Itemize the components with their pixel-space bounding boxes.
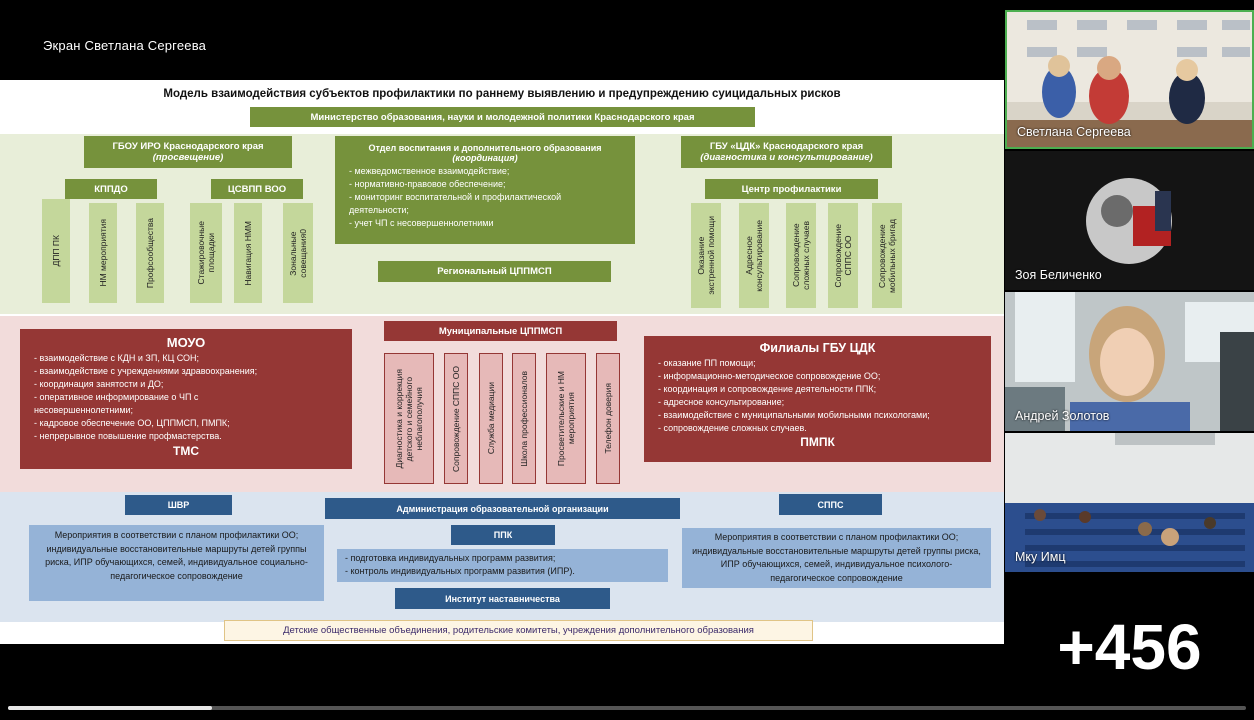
admin-box: Администрация образовательной организаци… [325, 498, 680, 519]
red-vertical-3: Служба медиации [479, 353, 503, 484]
kppdo-box: КППДО [65, 179, 157, 199]
spps-text-box: Мероприятия в соответствии с планом проф… [682, 528, 991, 588]
video-frame [1005, 433, 1254, 572]
green-vertical-2: НМ мероприятия [89, 203, 117, 303]
prevention-center-box: Центр профилактики [705, 179, 878, 199]
shvr-text-box: Мероприятия в соответствии с планом проф… [29, 525, 324, 601]
cdk-vertical-4: Сопровождение СППС ОО [828, 203, 858, 308]
ppk-box: ППК [451, 525, 555, 545]
avatar [1005, 151, 1254, 290]
spps-box: СППС [779, 494, 882, 515]
participant-name: Светлана Сергеева [1017, 125, 1131, 139]
video-frame [1007, 12, 1252, 147]
red-vertical-5: Просветительские и НМ мероприятия [546, 353, 586, 484]
cdk-vertical-5: Сопровождение мобильных бригад [872, 203, 902, 308]
more-participants-count[interactable]: +456 [1057, 611, 1202, 683]
presentation-progress-bar[interactable] [8, 706, 1246, 710]
green-vertical-3: Профсообщества [136, 203, 164, 303]
green-vertical-1: ДПП ПК [42, 199, 70, 303]
red-vertical-2: Сопровождение СППС ОО [444, 353, 468, 484]
video-frame [1005, 292, 1254, 431]
municipal-center-box: Муниципальные ЦППМСП [384, 321, 617, 341]
participant-tile-1[interactable]: Светлана Сергеева [1005, 10, 1254, 149]
cdk-vertical-3: Сопровождение сложных случаев [786, 203, 816, 308]
shvr-box: ШВР [125, 495, 232, 515]
cdk-vertical-1: Оказание экстренной помощи [691, 203, 721, 308]
red-vertical-1: Диагностика и коррекция детского и семей… [384, 353, 434, 484]
participant-tile-2[interactable]: Зоя Беличенко [1005, 151, 1254, 290]
ppk-text-box: - подготовка индивидуальных программ раз… [337, 549, 668, 582]
cdk-vertical-2: Адресное консультирование [739, 203, 769, 308]
green-vertical-6: Зональные совещания0 [283, 203, 313, 303]
green-vertical-4: Стажировочные площадки [190, 203, 222, 303]
mentoring-box: Институт наставничества [395, 588, 610, 609]
footer-box: Детские общественные объединения, родите… [224, 620, 813, 641]
green-vertical-5: Навигация НММ [234, 203, 262, 303]
participant-name: Зоя Беличенко [1015, 268, 1102, 282]
participant-tile-4[interactable]: Мку Имц [1005, 433, 1254, 572]
participant-name: Мку Имц [1015, 550, 1066, 564]
mouo-box: МОУО - взаимодействие с КДН и ЗП, КЦ СОН… [20, 329, 352, 469]
ministry-box: Министерство образования, науки и молоде… [250, 107, 755, 127]
branches-box: Филиалы ГБУ ЦДК - оказание ПП помощи; - … [644, 336, 991, 462]
slide-title: Модель взаимодействия субъектов профилак… [163, 88, 841, 100]
participant-name: Андрей Золотов [1015, 409, 1110, 423]
csvpp-box: ЦСВПП ВОО [211, 179, 303, 199]
participant-tile-3[interactable]: Андрей Золотов [1005, 292, 1254, 431]
iro-box: ГБОУ ИРО Краснодарского края (просвещени… [84, 136, 292, 168]
progress-fill [8, 706, 213, 710]
cdk-box: ГБУ «ЦДК» Краснодарского края (диагности… [681, 136, 892, 168]
regional-center-box: Региональный ЦППМСП [378, 261, 611, 282]
red-vertical-6: Телефон доверия [596, 353, 620, 484]
department-box: Отдел воспитания и дополнительного образ… [335, 136, 635, 244]
shared-slide: Модель взаимодействия субъектов профилак… [0, 80, 1004, 644]
red-vertical-4: Школа профессионалов [512, 353, 536, 484]
screen-share-title: Экран Светлана Сергеева [43, 38, 207, 53]
